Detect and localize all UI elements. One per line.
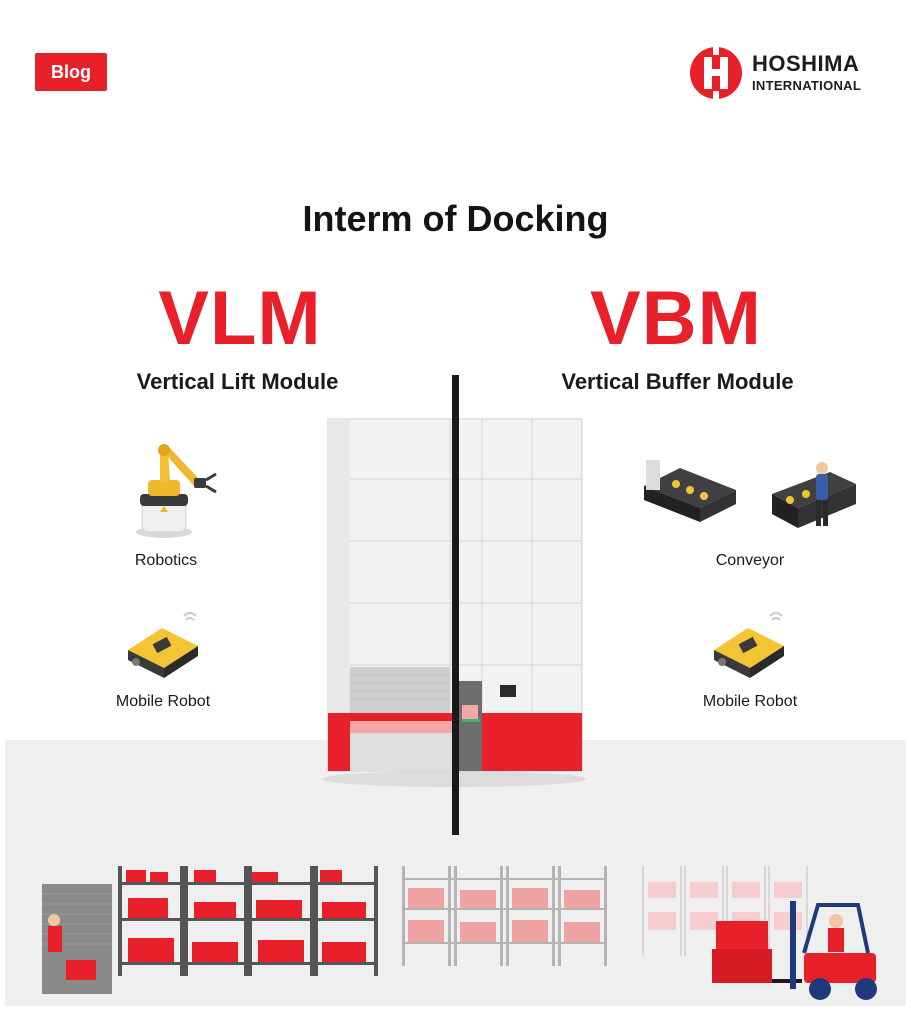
hoshima-logo-icon xyxy=(690,45,742,101)
brand-name: HOSHIMA xyxy=(752,51,860,76)
brand-logo: HOSHIMA INTERNATIONAL xyxy=(688,45,888,101)
mobile-robot-label-left: Mobile Robot xyxy=(115,693,211,710)
mobile-robot-icon xyxy=(128,612,198,678)
conveyor-label: Conveyor xyxy=(715,552,785,569)
forklift-illustration xyxy=(712,901,877,1000)
vlm-full-name: Vertical Lift Module xyxy=(136,369,339,394)
vbm-acronym: VBM xyxy=(590,276,762,361)
brand-subtitle: INTERNATIONAL xyxy=(752,78,862,93)
blog-badge[interactable]: Blog xyxy=(35,53,107,91)
center-divider xyxy=(452,375,459,835)
mobile-robot-label-right: Mobile Robot xyxy=(702,693,798,710)
vlm-acronym: VLM xyxy=(158,276,322,361)
robotics-label: Robotics xyxy=(134,552,198,569)
robot-arm-icon xyxy=(136,444,217,538)
conveyor-icon xyxy=(644,460,856,528)
page-title: Interm of Docking xyxy=(302,198,609,239)
vbm-full-name: Vertical Buffer Module xyxy=(561,369,794,394)
mobile-robot-icon xyxy=(714,612,784,678)
